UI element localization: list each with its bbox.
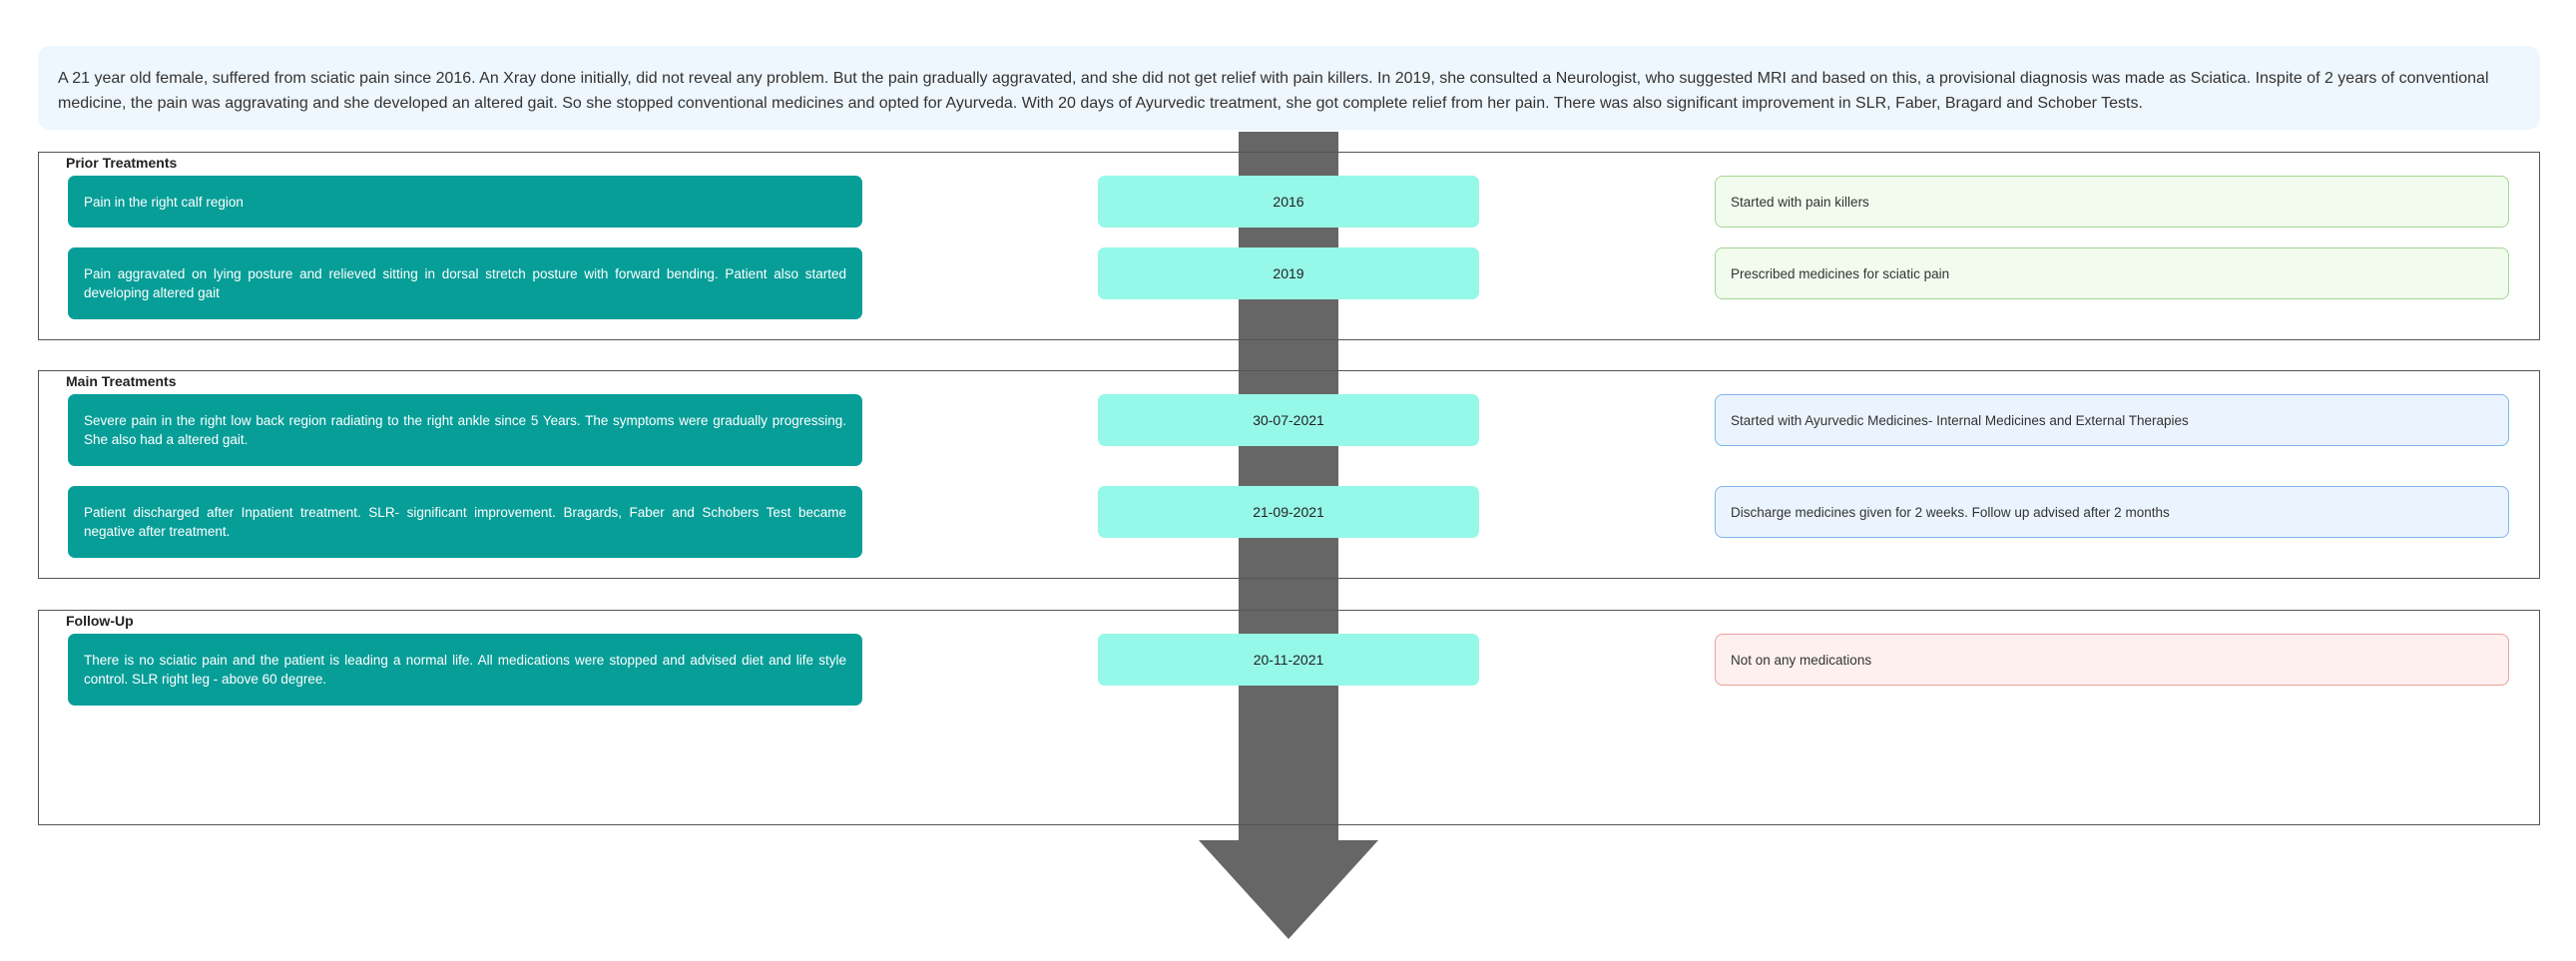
section-title: Prior Treatments (66, 155, 178, 171)
date-card: 21-09-2021 (1098, 486, 1479, 538)
symptom-card: Pain aggravated on lying posture and rel… (68, 247, 862, 319)
symptom-card: Patient discharged after Inpatient treat… (68, 486, 862, 558)
symptom-card: Severe pain in the right low back region… (68, 394, 862, 466)
treatment-card: Started with Ayurvedic Medicines- Intern… (1715, 394, 2509, 446)
section-follow-up: Follow-Up (38, 610, 2540, 825)
treatment-card: Prescribed medicines for sciatic pain (1715, 247, 2509, 299)
treatment-card: Discharge medicines given for 2 weeks. F… (1715, 486, 2509, 538)
section-main-treatments: Main Treatments (38, 370, 2540, 579)
timeline-arrow-head (1199, 840, 1378, 939)
section-prior-treatments: Prior Treatments (38, 152, 2540, 340)
symptom-card: There is no sciatic pain and the patient… (68, 634, 862, 706)
section-title: Follow-Up (66, 613, 134, 629)
date-card: 30-07-2021 (1098, 394, 1479, 446)
section-title: Main Treatments (66, 373, 177, 389)
date-card: 2019 (1098, 247, 1479, 299)
treatment-card: Not on any medications (1715, 634, 2509, 686)
date-card: 2016 (1098, 176, 1479, 228)
date-card: 20-11-2021 (1098, 634, 1479, 686)
treatment-card: Started with pain killers (1715, 176, 2509, 228)
case-summary: A 21 year old female, suffered from scia… (38, 46, 2540, 130)
symptom-card: Pain in the right calf region (68, 176, 862, 228)
